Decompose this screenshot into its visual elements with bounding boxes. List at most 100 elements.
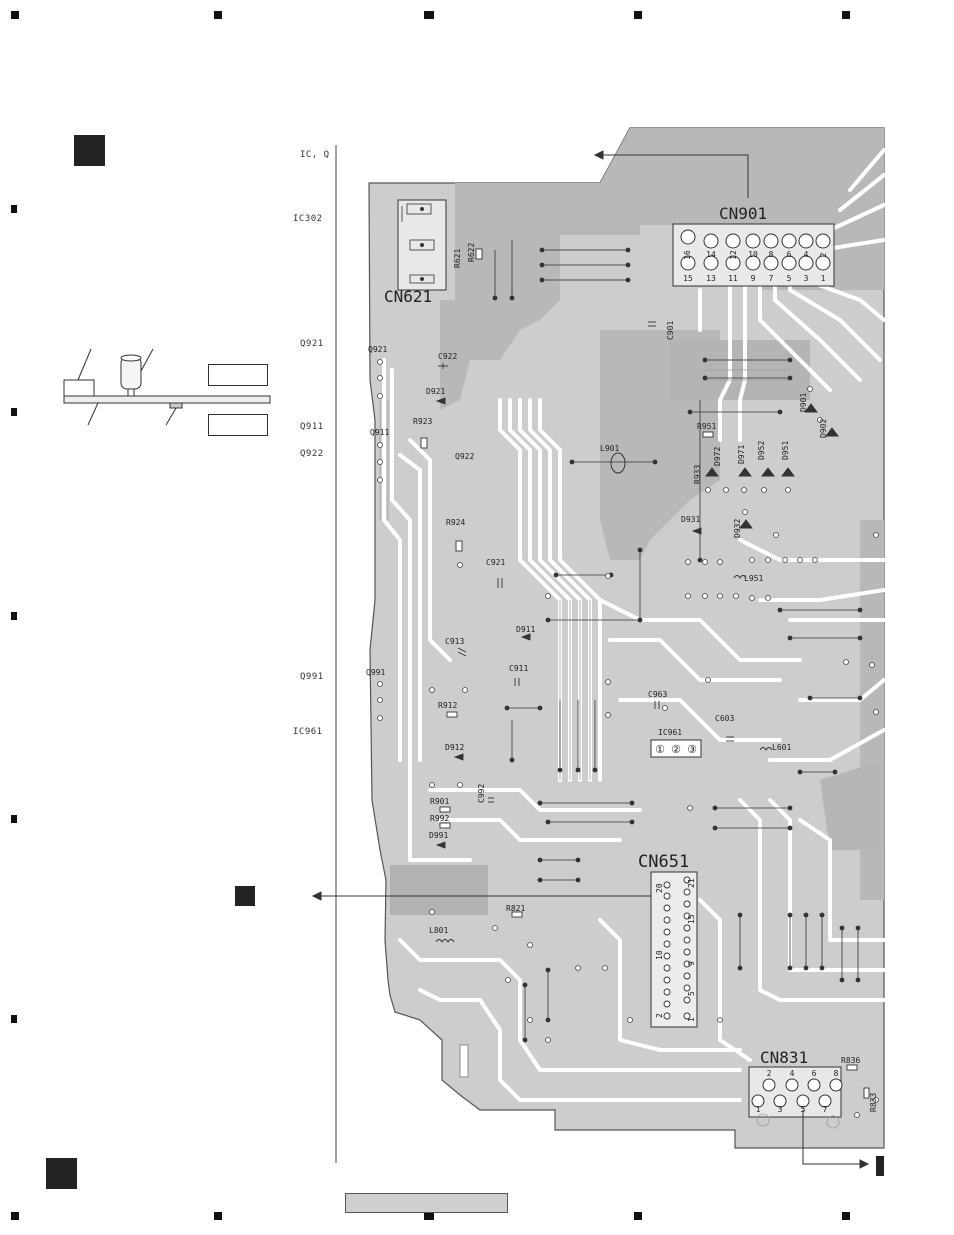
label-ic961: IC961 xyxy=(293,727,323,737)
connector-cn831 xyxy=(748,1066,843,1129)
section-marker-bottom xyxy=(46,1158,77,1189)
registration-mark xyxy=(842,1212,850,1220)
label-d972: D972 xyxy=(713,447,722,466)
cn901-pin: 4 xyxy=(804,250,809,259)
cn831-pin: 5 xyxy=(801,1105,806,1114)
label-ic-q: IC, Q xyxy=(300,150,330,160)
label-r924: R924 xyxy=(446,518,465,527)
label-l951: L951 xyxy=(744,574,763,583)
label-c901: C901 xyxy=(666,321,675,340)
label-r836: R836 xyxy=(841,1056,860,1065)
cn651-pin: 9 xyxy=(687,961,696,966)
label-d991: D991 xyxy=(429,831,448,840)
cn901-pin: 2 xyxy=(819,252,828,257)
board-text: CN901 CN621 CN651 CN831 R621 R622 C901 Q… xyxy=(366,204,878,1114)
label-d902: D902 xyxy=(819,419,828,438)
registration-mark xyxy=(11,205,17,213)
label-c992: C992 xyxy=(477,784,486,803)
label-ic302: IC302 xyxy=(293,214,323,224)
registration-mark xyxy=(842,11,850,19)
ic961-pin: ② xyxy=(671,743,681,756)
label-l601: L601 xyxy=(772,743,791,752)
label-c911: C911 xyxy=(509,664,528,673)
registration-mark xyxy=(214,11,222,19)
inductor-l901 xyxy=(610,452,626,474)
cn901-pin: 3 xyxy=(804,274,809,283)
label-r912: R912 xyxy=(438,701,457,710)
component-side-illustration xyxy=(63,348,271,426)
cn901-pin: 16 xyxy=(683,250,692,260)
label-r621: R621 xyxy=(453,249,462,268)
label-d951: D951 xyxy=(781,441,790,460)
label-cn651: CN651 xyxy=(638,852,689,872)
registration-mark xyxy=(11,815,17,823)
label-l901: L901 xyxy=(600,444,619,453)
label-q991: Q991 xyxy=(366,668,385,677)
cn901-pin: 6 xyxy=(787,250,792,259)
label-d912: D912 xyxy=(445,743,464,752)
label-cn621: CN621 xyxy=(384,287,432,306)
label-c921: C921 xyxy=(486,558,505,567)
label-cn831: CN831 xyxy=(760,1048,808,1067)
label-r622: R622 xyxy=(467,243,476,262)
cn831-pin: 3 xyxy=(778,1105,783,1114)
component-glyphs xyxy=(420,248,870,1099)
label-q991: Q991 xyxy=(300,672,324,682)
section-marker-top xyxy=(74,135,105,166)
ic961-pin: ① xyxy=(655,743,665,756)
label-q921: Q921 xyxy=(300,339,324,349)
cn901-pin: 13 xyxy=(706,274,716,283)
label-d931: D931 xyxy=(681,515,700,524)
cn901-pin: 15 xyxy=(683,274,693,283)
registration-mark xyxy=(634,1212,642,1220)
label-r901: R901 xyxy=(430,797,449,806)
label-c963: C963 xyxy=(648,690,667,699)
arrows xyxy=(311,150,870,1169)
cn651-pin: 5 xyxy=(687,991,696,996)
connector-cn651 xyxy=(650,871,698,1028)
label-r992: R992 xyxy=(430,814,449,823)
cn901-pin: 11 xyxy=(728,274,738,283)
cn901-pin: 1 xyxy=(821,274,826,283)
pcb-pads xyxy=(377,359,879,1118)
registration-mark xyxy=(11,1212,19,1220)
ic961-pin: ③ xyxy=(687,743,697,756)
registration-mark xyxy=(11,408,17,416)
label-q921: Q921 xyxy=(368,345,387,354)
cn651-pin: 20 xyxy=(655,883,664,893)
registration-mark xyxy=(11,11,19,19)
label-d911: D911 xyxy=(516,625,535,634)
cn651-pin: 2 xyxy=(655,1013,664,1018)
cn901-pin: 8 xyxy=(769,250,774,259)
label-q922: Q922 xyxy=(300,449,324,459)
registration-mark xyxy=(11,612,17,620)
label-c913: C913 xyxy=(445,637,464,646)
connector-cn621 xyxy=(397,199,447,291)
legend-box-side-a xyxy=(208,364,268,386)
label-q911: Q911 xyxy=(370,428,389,437)
label-d952: D952 xyxy=(757,441,766,460)
label-r821: R821 xyxy=(506,904,525,913)
registration-mark xyxy=(11,1015,17,1023)
cn901-pin: 5 xyxy=(787,274,792,283)
footer-box xyxy=(345,1193,508,1213)
label-cn901: CN901 xyxy=(719,204,767,223)
cn831-pin: 8 xyxy=(834,1069,839,1078)
label-c922: C922 xyxy=(438,352,457,361)
cn901-pin: 14 xyxy=(706,250,716,259)
cn901-pin: 7 xyxy=(769,274,774,283)
connector-cn901 xyxy=(672,223,835,287)
label-ic961: IC961 xyxy=(658,728,682,737)
registration-mark xyxy=(424,1212,434,1220)
cn831-pin: 7 xyxy=(823,1105,828,1114)
label-c603: C603 xyxy=(715,714,734,723)
cn651-pin: 21 xyxy=(687,878,696,888)
label-d921: D921 xyxy=(426,387,445,396)
jumper-wires xyxy=(492,240,863,1043)
label-d971: D971 xyxy=(737,445,746,464)
legend-box-side-b xyxy=(208,414,268,436)
cn831-pin: 4 xyxy=(790,1069,795,1078)
ic961-package xyxy=(650,739,702,758)
label-r923: R923 xyxy=(413,417,432,426)
